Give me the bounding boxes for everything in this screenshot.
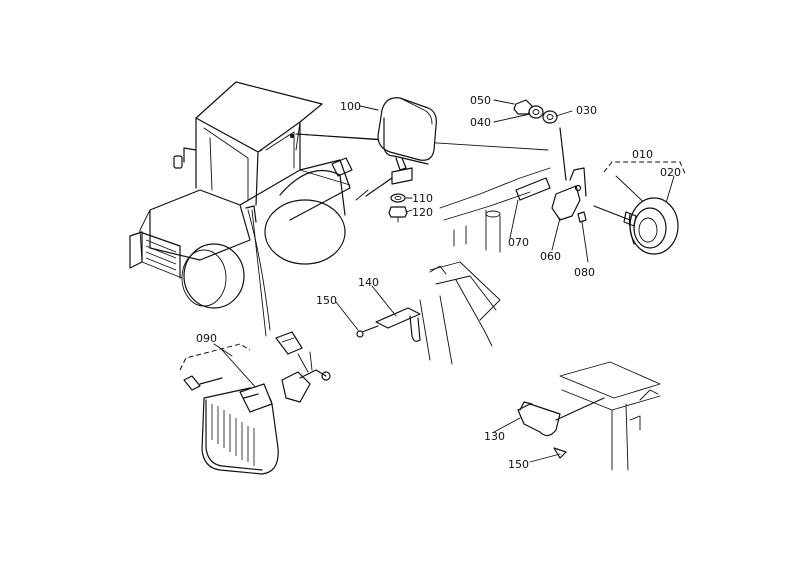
part-number-labels: 010 020 030 040 050 060 070 080 090 100 … xyxy=(196,94,681,471)
work-lamp-090 xyxy=(183,331,331,475)
label-140: 140 xyxy=(358,276,379,289)
label-100: 100 xyxy=(340,100,361,113)
label-030: 030 xyxy=(576,104,597,117)
tractor-illustration xyxy=(129,81,353,309)
label-050: 050 xyxy=(470,94,491,107)
label-090: 090 xyxy=(196,332,217,345)
label-040: 040 xyxy=(470,116,491,129)
label-010: 010 xyxy=(632,148,653,161)
fasteners-030-050 xyxy=(513,99,558,124)
washer-nut-110-120 xyxy=(388,193,408,223)
bracket-060-070-080 xyxy=(515,127,587,223)
label-020: 020 xyxy=(660,166,681,179)
label-150-lower: 150 xyxy=(508,458,529,471)
bracket-140 xyxy=(356,307,421,342)
reference-lines xyxy=(179,133,687,391)
label-150-upper: 150 xyxy=(316,294,337,307)
label-130: 130 xyxy=(484,430,505,443)
label-060: 060 xyxy=(540,250,561,263)
cab-frame-section xyxy=(419,167,551,365)
work-lamp-100 xyxy=(355,97,437,201)
label-120: 120 xyxy=(412,206,433,219)
label-leaders xyxy=(213,99,589,463)
label-110: 110 xyxy=(412,192,433,205)
round-lamp-010 xyxy=(593,197,679,255)
label-070: 070 xyxy=(508,236,529,249)
bracket-130-frame xyxy=(517,361,661,471)
label-080: 080 xyxy=(574,266,595,279)
